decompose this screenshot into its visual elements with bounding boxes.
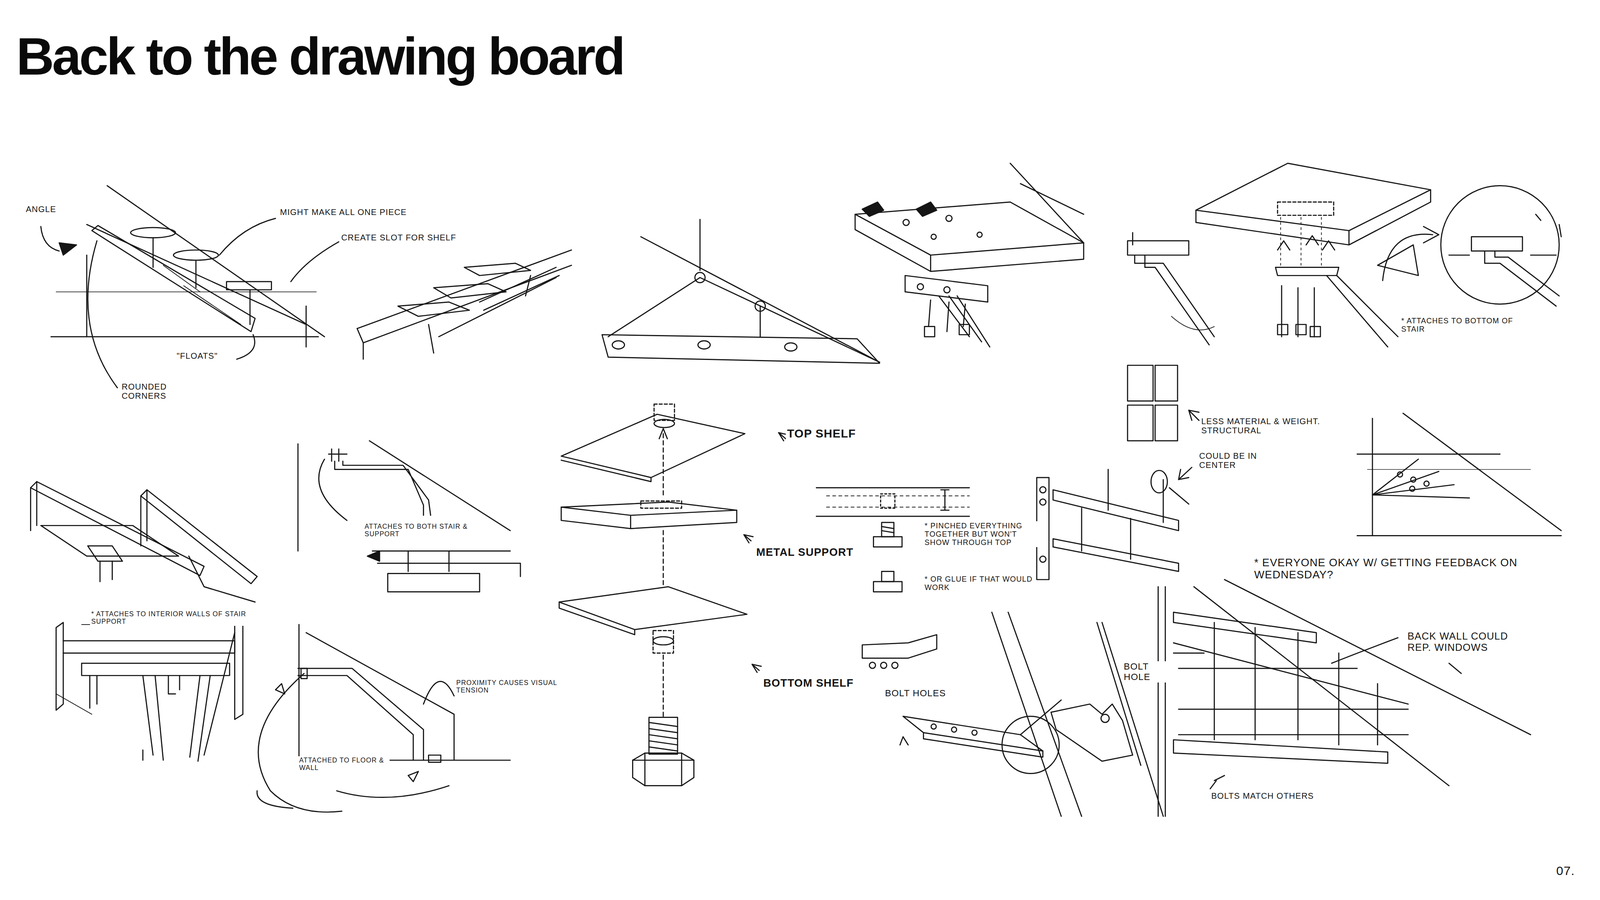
annotation-label: * ATTACHES TO BOTTOM OF STAIR [1400, 316, 1523, 334]
window-wall-sketch [1158, 579, 1531, 817]
stair-rays-sketch [1357, 413, 1562, 536]
annotation-label: * ATTACHES TO INTERIOR WALLS OF STAIR SU… [90, 610, 259, 626]
annotation-label: BOLTS MATCH OTHERS [1210, 790, 1315, 801]
annotation-label: CREATE SLOT FOR SHELF [340, 232, 458, 243]
annotation-label: ATTACHES TO BOTH STAIR & SUPPORT [363, 522, 491, 539]
annotation-label: BOLT HOLE [1122, 661, 1169, 683]
annotation-label: BACK WALL COULD REP. WINDOWS [1406, 630, 1534, 654]
annotation-label: MIGHT MAKE ALL ONE PIECE [278, 207, 408, 218]
page-title: Back to the drawing board [16, 30, 624, 83]
annotation-label: 07. [1555, 863, 1577, 879]
block-sketch [1127, 163, 1562, 348]
window-rail-sketch [1036, 365, 1199, 580]
attach-both-sketch [297, 440, 521, 592]
annotation-label: METAL SUPPORT [755, 545, 855, 559]
slab-bolts-sketch [855, 163, 1084, 348]
triangle-bracket-sketch [602, 219, 880, 364]
annotation-label: TOP SHELF [785, 426, 858, 441]
annotation-label: ROUNDED CORNERS [120, 381, 192, 402]
shelf-frame-sketch [30, 481, 258, 603]
annotation-label: * EVERYONE OKAY W/ GETTING FEEDBACK ON W… [1252, 556, 1580, 582]
annotation-label: BOLT HOLES [883, 687, 948, 700]
annotation-label: BOTTOM SHELF [762, 676, 855, 690]
annotation-label: "FLOATS" [175, 350, 220, 361]
floor-wall-sketch [257, 624, 511, 813]
annotation-label: COULD BE IN CENTER [1197, 450, 1260, 471]
annotation-label: * PINCHED EVERYTHING TOGETHER BUT WON'T … [923, 521, 1041, 548]
exploded-assembly-sketch [559, 404, 788, 786]
slot-stair-sketch [357, 250, 572, 360]
annotation-label: LESS MATERIAL & WEIGHT. STRUCTURAL [1200, 416, 1328, 436]
bolt-bracket-sketch [862, 612, 1163, 817]
annotation-label: ATTACHED TO FLOOR & WALL [297, 756, 390, 773]
annotation-label: ANGLE [24, 204, 58, 215]
annotation-label: * OR GLUE IF THAT WOULD WORK [923, 574, 1036, 593]
interior-wall-sketch [56, 617, 243, 762]
annotation-label: PROXIMITY CAUSES VISUAL TENSION [455, 678, 578, 695]
